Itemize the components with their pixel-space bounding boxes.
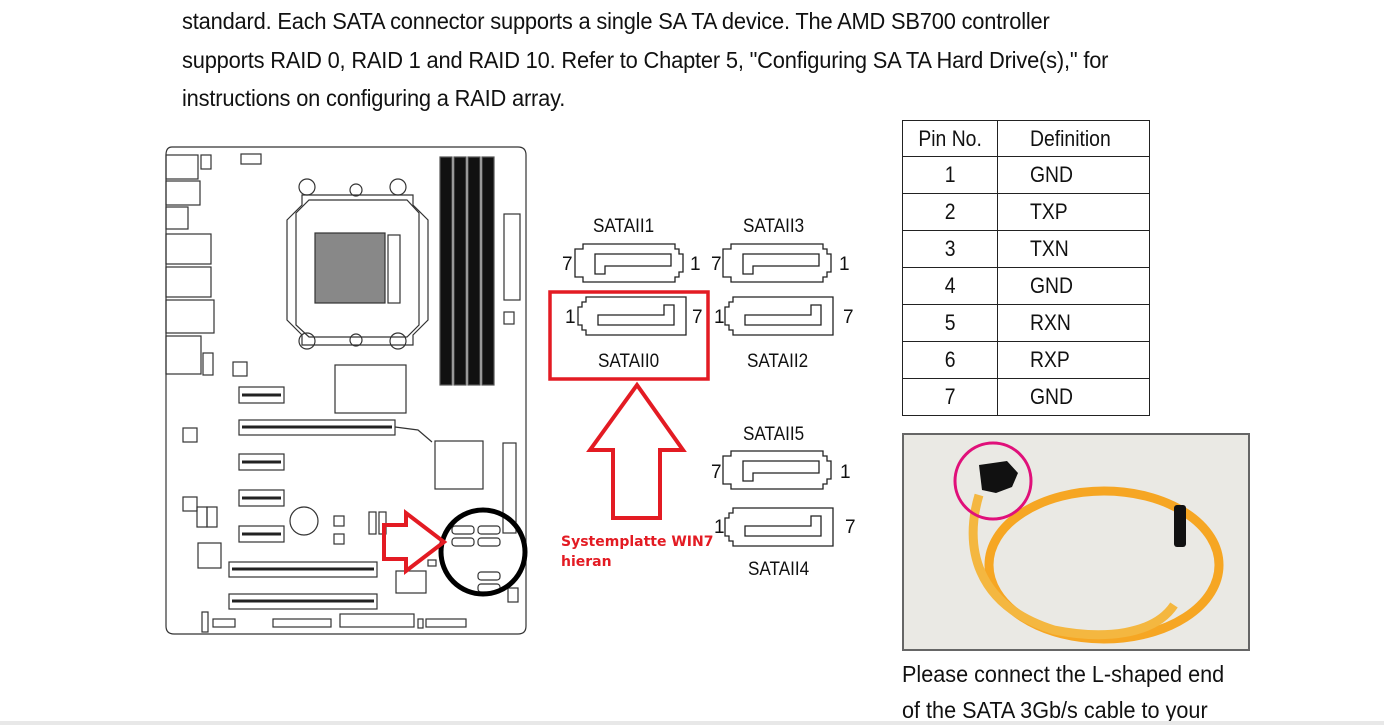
io-port <box>165 154 199 180</box>
table-row: 4 GND <box>902 267 1150 305</box>
sata-connector-sataii0 <box>577 296 687 336</box>
pin-label: 7 <box>711 462 722 483</box>
pin-definition: TXN <box>1030 236 1069 261</box>
pin-label: 1 <box>714 517 725 538</box>
table-row: 7 GND <box>902 378 1150 416</box>
pin-label: 1 <box>565 307 576 328</box>
cpu-socket <box>314 232 386 304</box>
pin-number: 1 <box>944 162 956 187</box>
pin-label: 1 <box>690 254 701 275</box>
table-header-row: Pin No. Definition <box>902 120 1150 157</box>
annotation-line: Systemplatte WIN7 <box>561 534 714 550</box>
atx-power <box>503 213 521 301</box>
pin-number: 7 <box>944 384 956 409</box>
table-row: 6 RXP <box>902 341 1150 379</box>
pin-label: 7 <box>692 307 703 328</box>
io-port <box>165 180 201 206</box>
pin-label: 1 <box>840 462 851 483</box>
table-row: 1 GND <box>902 156 1150 194</box>
onboard-sata-port <box>477 571 501 581</box>
paragraph-line: standard. Each SATA connector supports a… <box>182 8 1050 34</box>
pin-definition: RXP <box>1030 347 1070 372</box>
pin-label: 7 <box>562 254 573 275</box>
pin-definition: GND <box>1030 162 1074 187</box>
ide-connector <box>502 442 517 534</box>
cmos-battery <box>289 506 319 536</box>
pin-number: 4 <box>944 273 956 298</box>
connector-label: SATAII4 <box>748 559 810 580</box>
sata-connector-sataii3 <box>722 243 832 283</box>
pin-number: 2 <box>944 199 956 224</box>
caption-line: of the SATA 3Gb/s cable to your <box>902 697 1208 723</box>
intro-paragraph: standard. Each SATA connector supports a… <box>182 2 1186 118</box>
sata-connector-sataii5 <box>722 450 832 490</box>
highlight-circle <box>438 507 528 597</box>
table-row: 5 RXN <box>902 304 1150 342</box>
onboard-sata-port <box>451 537 475 547</box>
dimm-slot <box>467 156 481 386</box>
pin-no-header: Pin No. <box>902 120 998 157</box>
pin-label: 7 <box>843 307 854 328</box>
pin-definition: GND <box>1030 273 1074 298</box>
io-port <box>165 233 212 265</box>
connector-label: SATAII3 <box>743 216 805 237</box>
sata-connector-sataii1 <box>574 243 684 283</box>
annotation-line: hieran <box>561 554 612 570</box>
pin-definition: GND <box>1030 384 1074 409</box>
pin-definition: RXN <box>1030 310 1071 335</box>
board-outline <box>165 146 527 635</box>
sata-cable-photo <box>902 433 1250 651</box>
pin-number: 6 <box>944 347 956 372</box>
sataii0-highlight-box <box>548 290 710 381</box>
io-port <box>165 299 215 334</box>
sata-connector-sataii2 <box>724 296 834 336</box>
table-row: 2 TXP <box>902 193 1150 231</box>
l-shaped-connector <box>979 461 1018 493</box>
paragraph-line: supports RAID 0, RAID 1 and RAID 10. Ref… <box>182 46 1109 73</box>
up-arrow <box>586 381 687 520</box>
io-port <box>165 335 202 375</box>
motherboard-diagram <box>165 146 528 635</box>
connector-label: SATAII2 <box>747 351 809 372</box>
caption-line: Please connect the L-shaped end <box>902 661 1225 687</box>
onboard-sata-port <box>477 537 501 547</box>
pin-label: 7 <box>711 254 722 275</box>
cpu-retention <box>295 199 420 338</box>
onboard-sata-port <box>477 525 501 535</box>
io-port <box>165 206 189 230</box>
page-bottom-edge <box>0 721 1384 725</box>
pin-definition: TXP <box>1030 199 1068 224</box>
connector-label: SATAII0 <box>598 351 660 372</box>
connector-label: SATAII5 <box>743 424 805 445</box>
pin-label: 7 <box>845 517 856 538</box>
red-pointer-arrow <box>382 508 448 576</box>
onboard-sata-port <box>451 525 475 535</box>
connector-label: SATAII1 <box>593 216 655 237</box>
handwritten-annotation: Systemplatte WIN7 hieran <box>561 532 713 572</box>
pin-label: 1 <box>714 307 725 328</box>
dimm-slot <box>439 156 453 386</box>
pin-label: 1 <box>839 254 850 275</box>
paragraph-line: instructions on configuring a RAID array… <box>182 85 566 111</box>
io-port <box>165 266 212 298</box>
pin-number: 3 <box>944 236 956 261</box>
pin-number: 5 <box>944 310 956 335</box>
dimm-slot <box>453 156 467 386</box>
northbridge <box>334 364 407 414</box>
sata-cable-illustration <box>953 441 1224 644</box>
southbridge <box>434 440 484 490</box>
straight-connector <box>1174 505 1186 547</box>
dimm-slot <box>481 156 495 386</box>
photo-caption: Please connect the L-shaped end of the S… <box>902 656 1224 728</box>
l-connector-highlight-circle <box>953 441 1033 521</box>
sata-connector-sataii4 <box>724 507 834 547</box>
